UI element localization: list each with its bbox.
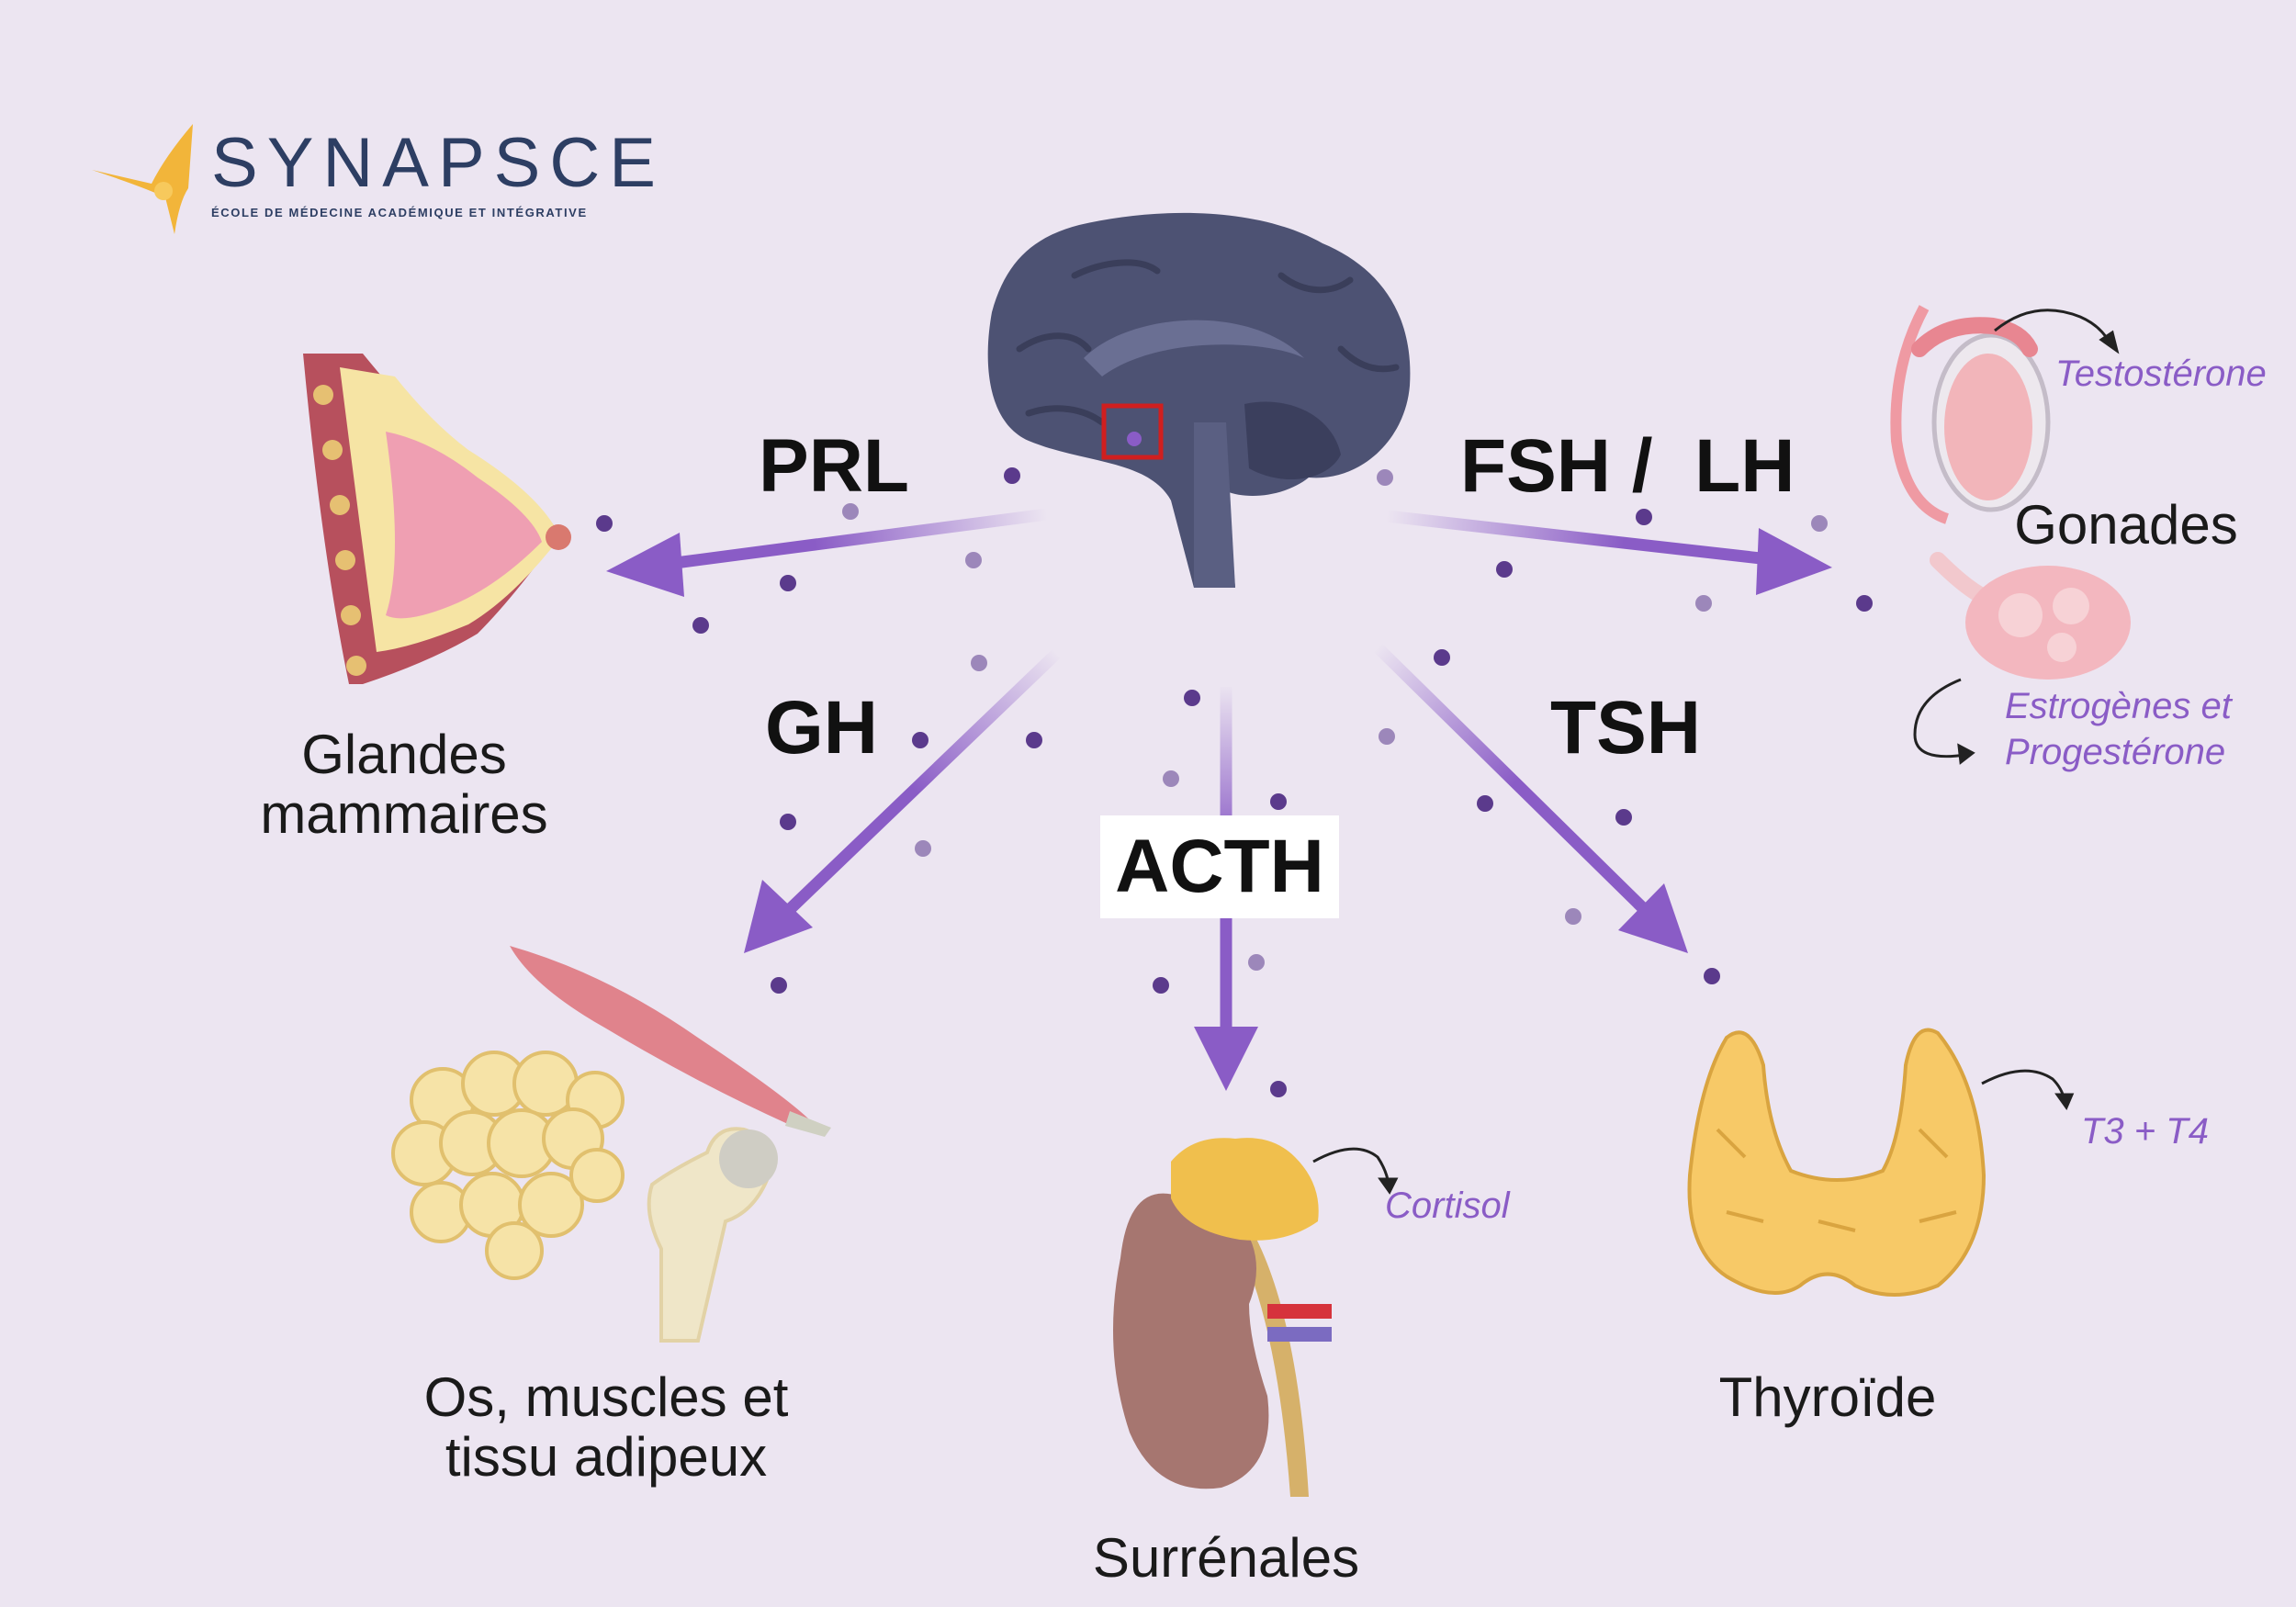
acth-label-box: ACTH <box>1100 815 1339 918</box>
adipose-tissue-icon <box>391 1051 625 1280</box>
thyroid-icon <box>1687 1028 1986 1297</box>
organ-label-thyroid: Thyroïde <box>1718 1366 1937 1428</box>
hormone-label-acth: ACTH <box>1115 825 1324 908</box>
synapsce-logo-icon <box>92 124 193 234</box>
muscle-icon <box>510 946 831 1137</box>
femur-bone-icon <box>647 1127 778 1343</box>
organ-label-breast: Glandes mammaires <box>260 724 548 845</box>
hormone-arrows <box>606 508 1832 1091</box>
mammary-gland-icon <box>303 354 571 684</box>
hormone-label-tsh: TSH <box>1550 686 1701 770</box>
kidney-adrenal-icon <box>1113 1138 1332 1497</box>
hormone-particles <box>596 467 1873 1097</box>
testis-icon <box>1890 305 2051 524</box>
arrow-prl <box>606 508 1048 597</box>
output-label-estrogen-progesterone: Estrogènes et Progestérone <box>2005 686 2232 772</box>
output-label-cortisol: Cortisol <box>1385 1186 1510 1226</box>
organ-label-gonads: Gonades <box>2014 494 2238 556</box>
arrow-gh <box>744 649 1061 953</box>
brand-name: SYNAPSCE <box>211 124 665 202</box>
arrow-fsh-lh <box>1386 510 1832 595</box>
brand-tagline: ÉCOLE DE MÉDECINE ACADÉMIQUE ET INTÉGRAT… <box>211 206 588 219</box>
organ-label-bone-muscle-fat: Os, muscles et tissu adipeux <box>423 1366 789 1488</box>
output-label-testosterone: Testostérone <box>2055 354 2267 394</box>
ovary-icon <box>1930 552 2131 680</box>
brand: SYNAPSCE ÉCOLE DE MÉDECINE ACADÉMIQUE ET… <box>211 124 665 220</box>
output-label-t3-t4: T3 + T4 <box>2081 1111 2209 1152</box>
hormone-label-gh: GH <box>765 686 878 770</box>
brain-icon <box>987 212 1411 588</box>
output-arrows <box>1312 309 2120 1195</box>
arrow-tsh <box>1373 643 1688 953</box>
organ-label-adrenal: Surrénales <box>1092 1527 1360 1589</box>
hormone-label-fsh-lh: FSH / LH <box>1460 424 1795 508</box>
hormone-label-prl: PRL <box>759 424 909 508</box>
